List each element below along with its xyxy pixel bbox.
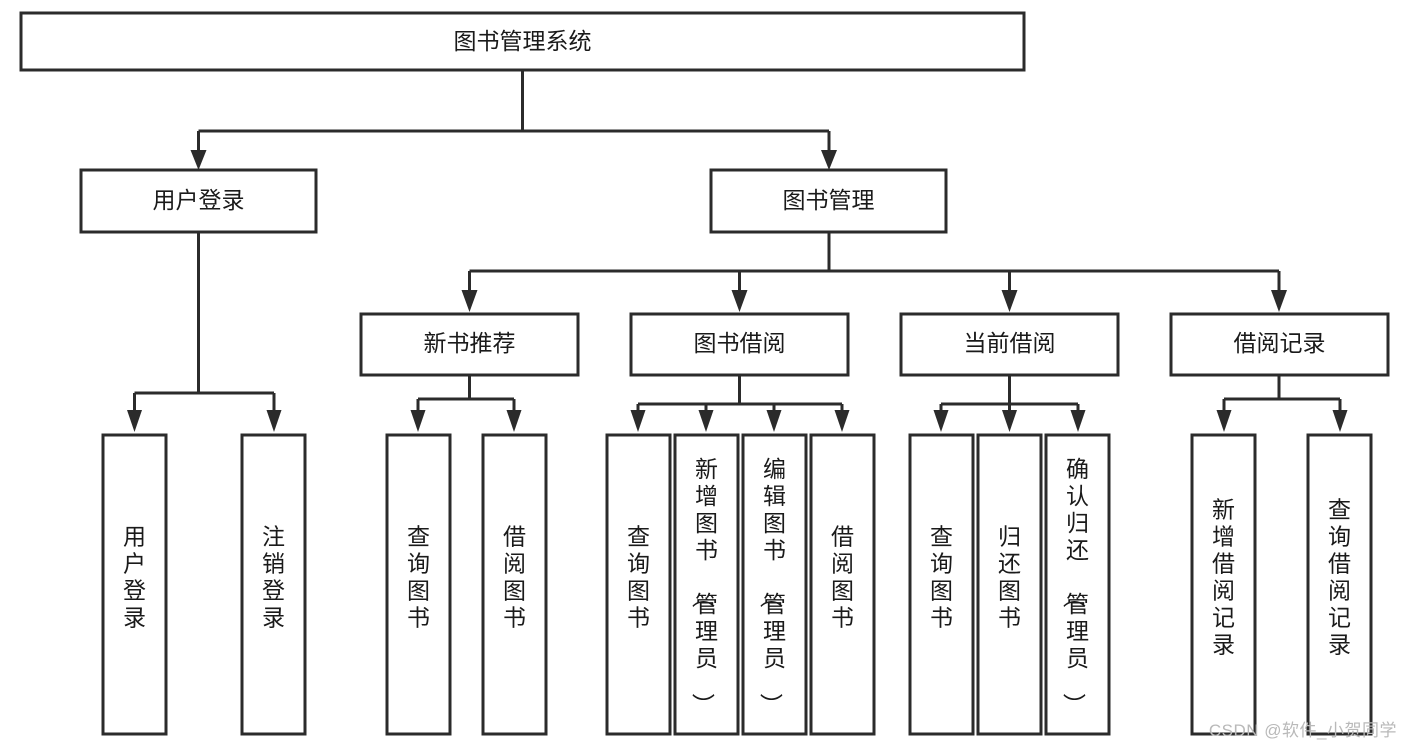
leaf-label-logout: 注销登录	[262, 524, 285, 631]
leaf-box-borrow-borrow-book	[809, 433, 876, 736]
node-box-book-borrow	[629, 312, 850, 377]
leaf-label-current-query-book: 查询图书	[930, 524, 953, 631]
node-box-current-borrow	[899, 312, 1120, 377]
leaf-node-current-confirm-return[interactable]: 确认归还（管理员）	[1044, 433, 1111, 736]
node-label-book-borrow: 图书借阅	[694, 330, 786, 356]
leaf-label-record-add: 新增借阅记录	[1212, 497, 1235, 658]
leaf-node-borrow-add-book[interactable]: 新增图书（管理员）	[673, 433, 740, 736]
arrowhead-new-book-recommend	[461, 290, 478, 312]
node-label-current-borrow: 当前借阅	[964, 330, 1056, 356]
leaf-node-record-add[interactable]: 新增借阅记录	[1190, 433, 1257, 736]
leaf-label-borrow-borrow-book: 借阅图书	[831, 524, 854, 631]
node-label-user-login: 用户登录	[153, 187, 245, 213]
leaf-label-borrow-edit-book: 编辑图书（管理员）	[758, 456, 786, 716]
arrowhead-borrow-leaf-1	[630, 410, 646, 432]
leaf-box-recommend-borrow-book	[481, 433, 548, 736]
arrowhead-current-leaf-1	[933, 410, 949, 432]
arrowhead-record-leaf-2	[1332, 410, 1348, 432]
leaf-node-borrow-edit-book[interactable]: 编辑图书（管理员）	[741, 433, 808, 736]
leaf-label-current-return-book: 归还图书	[998, 524, 1021, 631]
node-root-book-management-system[interactable]: 图书管理系统	[19, 11, 1026, 72]
node-box-user-login	[79, 168, 318, 234]
leaf-box-current-return-book	[976, 433, 1043, 736]
leaf-box-record-add	[1190, 433, 1257, 736]
arrowhead-book-borrow	[731, 290, 748, 312]
arrowhead-borrow-leaf-3	[766, 410, 782, 432]
node-book-management[interactable]: 图书管理	[709, 168, 948, 234]
leaf-label-record-query: 查询借阅记录	[1328, 497, 1351, 658]
arrowhead-borrow-leaf-2	[698, 410, 714, 432]
leaf-box-user-login	[101, 433, 168, 736]
node-label-book-management: 图书管理	[783, 187, 875, 213]
arrowhead-recommend-leaf-2	[506, 410, 522, 432]
connector-layer	[127, 70, 1348, 432]
node-borrow-record[interactable]: 借阅记录	[1169, 312, 1390, 377]
node-box-root	[19, 11, 1026, 72]
arrowhead-borrow-leaf-4	[834, 410, 850, 432]
node-current-borrow[interactable]: 当前借阅	[899, 312, 1120, 377]
leaf-box-borrow-edit-book	[741, 433, 808, 736]
arrowhead-current-borrow	[1001, 290, 1018, 312]
node-label-root: 图书管理系统	[454, 28, 592, 54]
node-box-new-book-recommend	[359, 312, 580, 377]
leaf-node-record-query[interactable]: 查询借阅记录	[1306, 433, 1373, 736]
node-book-borrow[interactable]: 图书借阅	[629, 312, 850, 377]
node-box-book-management	[709, 168, 948, 234]
leaf-label-recommend-query-book: 查询图书	[407, 524, 430, 631]
node-user-login[interactable]: 用户登录	[79, 168, 318, 234]
leaf-label-current-confirm-return: 确认归还（管理员）	[1061, 456, 1089, 716]
arrowhead-borrow-record	[1271, 290, 1287, 312]
leaf-node-logout[interactable]: 注销登录	[240, 433, 307, 736]
leaf-box-borrow-add-book	[673, 433, 740, 736]
leaf-label-user-login: 用户登录	[123, 524, 146, 631]
node-label-new-book-recommend: 新书推荐	[424, 330, 516, 356]
leaf-box-current-confirm-return	[1044, 433, 1111, 736]
arrowhead-book-management	[821, 150, 837, 170]
node-box-borrow-record	[1169, 312, 1390, 377]
leaf-node-current-query-book[interactable]: 查询图书	[908, 433, 975, 736]
leaf-node-recommend-query-book[interactable]: 查询图书	[385, 433, 452, 736]
node-label-borrow-record: 借阅记录	[1234, 330, 1326, 356]
arrowhead-user-login	[190, 150, 207, 170]
arrowhead-leaf-logout	[266, 410, 282, 432]
leaf-box-borrow-query-book	[605, 433, 672, 736]
leaf-node-borrow-query-book[interactable]: 查询图书	[605, 433, 672, 736]
leaf-label-recommend-borrow-book: 借阅图书	[503, 524, 526, 631]
leaf-box-record-query	[1306, 433, 1373, 736]
leaf-node-borrow-borrow-book[interactable]: 借阅图书	[809, 433, 876, 736]
leaf-box-logout	[240, 433, 307, 736]
leaf-node-current-return-book[interactable]: 归还图书	[976, 433, 1043, 736]
leaf-label-borrow-add-book: 新增图书（管理员）	[690, 456, 718, 716]
leaf-label-borrow-query-book: 查询图书	[627, 524, 650, 631]
arrowhead-recommend-leaf-1	[410, 410, 426, 432]
leaf-node-recommend-borrow-book[interactable]: 借阅图书	[481, 433, 548, 736]
arrowhead-current-leaf-3	[1070, 410, 1086, 432]
arrowhead-record-leaf-1	[1216, 410, 1232, 432]
arrowhead-leaf-user-login	[127, 410, 142, 432]
node-new-book-recommend[interactable]: 新书推荐	[359, 312, 580, 377]
leaf-box-recommend-query-book	[385, 433, 452, 736]
leaf-box-current-query-book	[908, 433, 975, 736]
leaf-node-user-login[interactable]: 用户登录	[101, 433, 168, 736]
arrowhead-current-leaf-2	[1002, 410, 1017, 432]
